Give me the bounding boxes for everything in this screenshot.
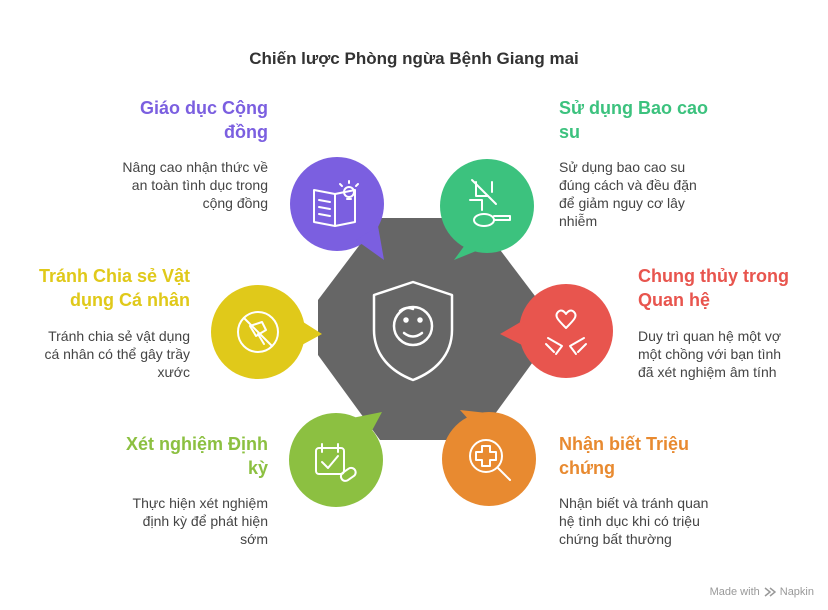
loyalty-label-line-1: Chung thủy trong [638,266,789,286]
testing-desc-line-3: sớm [240,531,268,547]
symptoms-label-line-2: chứng [559,458,616,478]
condom-desc-line-4: nhiễm [559,213,598,229]
condom-desc-line-3: để giảm nguy cơ lây [559,195,685,211]
testing-label-line-1: Xét nghiệm Định [125,434,268,454]
book-lightbulb-icon [313,180,359,227]
loyalty-desc-line-2: một chồng với bạn tình [638,346,782,362]
testing-description: Thực hiện xét nghiệm định kỳ để phát hiệ… [48,494,268,548]
testing-label-line-2: kỳ [247,458,268,478]
education-desc-line-1: Nâng cao nhận thức về [122,159,268,175]
sharing-label-line-2: dụng Cá nhân [70,290,190,310]
testing-desc-line-2: định kỳ để phát hiện [142,513,268,529]
symptoms-desc-line-2: hệ tình dục khi có triệu [559,513,700,529]
center-hexagon [318,218,538,440]
condom-label-line-2: su [559,122,581,142]
shield-face-icon [372,280,454,382]
sharing-label-line-1: Tránh Chia sẻ Vật [38,266,190,286]
testing-desc-line-1: Thực hiện xét nghiệm [132,495,268,511]
condom-desc-line-1: Sử dụng bao cao su [559,159,686,175]
page-title: Chiến lược Phòng ngừa Bệnh Giang mai [249,49,579,68]
symptoms-node [442,410,536,506]
education-description: Nâng cao nhận thức về an toàn tình dục t… [48,158,268,212]
sharing-label: Tránh Chia sẻ Vật dụng Cá nhân [10,264,190,312]
footer-credit: Made with Napkin [710,586,814,598]
education-node [290,157,384,260]
condom-node [440,159,534,260]
loyalty-node [500,284,613,378]
symptoms-label-line-1: Nhận biết Triệu [559,434,690,454]
sharing-node [211,285,322,379]
symptoms-desc-line-3: chứng bất thường [559,531,672,547]
sharing-desc-line-2: cá nhân có thể gây trầy [44,346,190,362]
protection-icon [469,179,511,227]
education-desc-line-3: cộng đồng [202,195,268,211]
testing-label: Xét nghiệm Định kỳ [48,432,268,480]
sharing-description: Tránh chia sẻ vật dụng cá nhân có thể gâ… [10,327,190,381]
education-label-line-2: đồng [224,122,268,142]
loyalty-desc-line-1: Duy trì quan hệ một vợ [638,328,782,344]
loyalty-label: Chung thủy trong Quan hệ [638,264,823,312]
magnifier-cross-icon [469,439,511,481]
calendar-pill-icon [315,443,357,482]
symptoms-desc-line-1: Nhận biết và tránh quan [559,495,709,511]
symptoms-label: Nhận biết Triệu chứng [559,432,779,480]
loyalty-desc-line-3: đã xét nghiệm âm tính [638,364,777,380]
condom-desc-line-2: đúng cách và đều đặn [559,177,697,193]
education-label: Giáo dục Cộng đồng [48,96,268,144]
no-razor-icon [237,311,279,353]
loyalty-label-line-2: Quan hệ [638,290,711,310]
symptoms-description: Nhận biết và tránh quan hệ tình dục khi … [559,494,779,548]
hands-heart-icon [545,309,587,355]
education-label-line-1: Giáo dục Cộng [140,98,268,118]
condom-description: Sử dụng bao cao su đúng cách và đều đặn … [559,158,779,230]
testing-node [289,412,383,507]
sharing-desc-line-3: xước [157,364,190,380]
condom-label: Sử dụng Bao cao su [559,96,779,144]
footer-text: Made with [709,586,760,598]
napkin-logo-icon [764,587,776,597]
loyalty-description: Duy trì quan hệ một vợ một chồng với bạn… [638,327,823,381]
footer-brand: Napkin [779,586,814,598]
education-desc-line-2: an toàn tình dục trong [131,177,268,193]
sharing-desc-line-1: Tránh chia sẻ vật dụng [48,328,190,344]
condom-label-line-1: Sử dụng Bao cao [559,98,709,118]
